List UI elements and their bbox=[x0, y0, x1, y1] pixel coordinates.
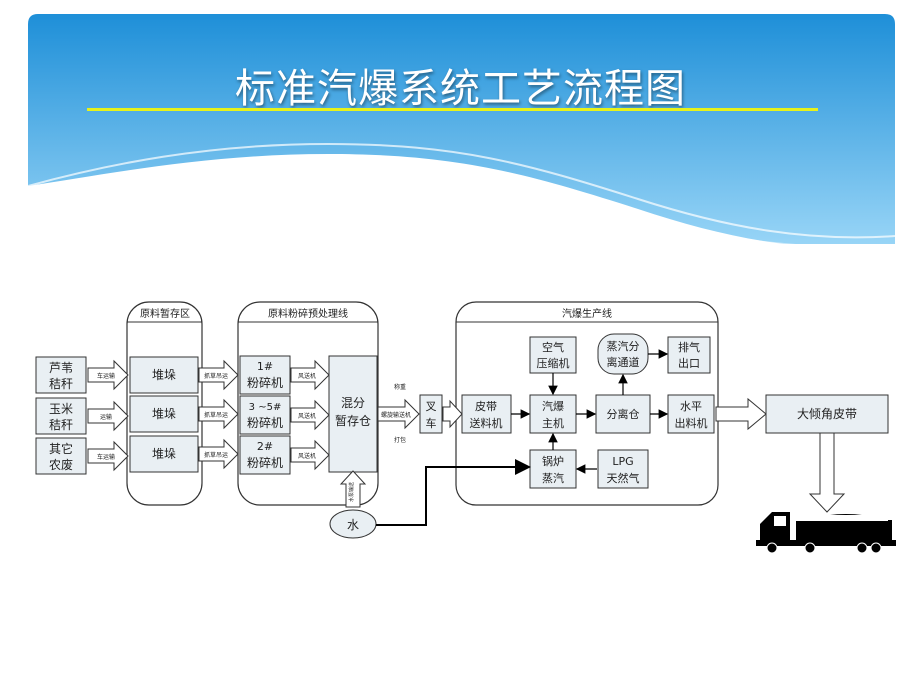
silo-label-2: 暂存仓 bbox=[335, 414, 371, 428]
title-banner bbox=[28, 14, 895, 244]
reed-straw-label: 秸秆 bbox=[49, 377, 73, 391]
production-label: 汽爆生产线 bbox=[562, 307, 612, 320]
grab-arrow-3: 抓草吊运 bbox=[198, 438, 239, 470]
agri-waste-label: 农废 bbox=[49, 457, 73, 472]
svg-text:抓草吊运: 抓草吊运 bbox=[204, 411, 228, 419]
svg-text:风送机: 风送机 bbox=[298, 372, 316, 380]
forklift-box bbox=[419, 394, 443, 434]
loading-arrow bbox=[808, 432, 846, 513]
svg-text:运输: 运输 bbox=[100, 413, 112, 421]
boiler-label-2: 蒸汽 bbox=[542, 471, 564, 485]
main-machine-label-1: 汽爆 bbox=[542, 399, 564, 413]
water-pump-arrow: 水泵输送 bbox=[339, 470, 367, 508]
svg-text:风送机: 风送机 bbox=[298, 452, 316, 460]
weighing-label: 称重 bbox=[394, 383, 406, 391]
packing-label: 打包 bbox=[394, 436, 406, 444]
transport-arrow-3: 车运输 bbox=[87, 440, 129, 472]
separator-box bbox=[595, 394, 651, 434]
silo-label-1: 混分 bbox=[341, 396, 365, 410]
pile-box-3 bbox=[129, 435, 199, 473]
boiler-label-1: 锅炉 bbox=[542, 455, 564, 468]
pile-label-2: 堆垛 bbox=[152, 406, 176, 421]
air-compressor-label-1: 空气 bbox=[542, 340, 564, 354]
pretreatment-label: 原料粉碎预处理线 bbox=[268, 307, 348, 320]
svg-text:水泵输送: 水泵输送 bbox=[348, 482, 355, 502]
horizontal-discharger-box bbox=[667, 394, 715, 434]
screw-conveyor-arrow: 螺旋输送机 称重 打包 bbox=[377, 383, 420, 444]
svg-text:抓草吊运: 抓草吊运 bbox=[204, 451, 228, 459]
lpg-label-1: LPG bbox=[612, 455, 633, 468]
reed-label: 芦苇 bbox=[49, 361, 73, 375]
crusher-no-2: 3 ~5# bbox=[249, 402, 282, 413]
pile-label-1: 堆垛 bbox=[152, 367, 176, 382]
svg-text:抓草吊运: 抓草吊运 bbox=[204, 372, 228, 380]
production-panel bbox=[455, 301, 719, 506]
corn-straw-label: 秸秆 bbox=[49, 418, 73, 432]
crusher-label-3: 粉碎机 bbox=[247, 455, 283, 470]
crusher-box-3 bbox=[239, 435, 291, 475]
water-label: 水 bbox=[347, 518, 359, 532]
pile-box-1 bbox=[129, 356, 199, 394]
horizontal-discharger-label-2: 出料机 bbox=[675, 416, 708, 430]
tanker-truck-icon bbox=[756, 512, 896, 554]
horizontal-discharger-label-1: 水平 bbox=[680, 400, 702, 413]
other-label: 其它 bbox=[49, 441, 73, 456]
svg-text:螺旋输送机: 螺旋输送机 bbox=[381, 411, 411, 419]
mixing-silo-box bbox=[328, 355, 378, 473]
page-title: 标准汽爆系统工艺流程图 bbox=[235, 66, 686, 112]
title-underline bbox=[87, 108, 818, 111]
boiler-steam-box bbox=[529, 449, 577, 489]
blower-arrow-2: 风送机 bbox=[290, 399, 330, 431]
blower-arrow-3: 风送机 bbox=[290, 439, 330, 471]
crusher-box-2 bbox=[239, 395, 291, 435]
air-compressor-box bbox=[529, 336, 577, 374]
main-machine-label-2: 主机 bbox=[542, 416, 564, 430]
svg-text:风送机: 风送机 bbox=[298, 412, 316, 420]
crusher-label-1: 粉碎机 bbox=[247, 375, 283, 390]
production-connectors bbox=[511, 349, 669, 474]
svg-text:车运输: 车运输 bbox=[97, 372, 115, 380]
water-to-boiler-line bbox=[376, 459, 531, 526]
discharge-arrow bbox=[715, 397, 767, 431]
belt-feeder-label-2: 送料机 bbox=[470, 416, 503, 430]
transport-arrow-1: 车运输 bbox=[87, 359, 129, 391]
reed-straw-box bbox=[35, 356, 87, 394]
grab-arrow-2: 抓草吊运 bbox=[198, 398, 239, 430]
corn-straw-box bbox=[35, 397, 87, 435]
air-compressor-label-2: 压缩机 bbox=[537, 356, 570, 370]
grab-arrow-1: 抓草吊运 bbox=[198, 359, 239, 391]
svg-text:车运输: 车运输 bbox=[97, 453, 115, 461]
steam-separation-label-1: 蒸汽分 bbox=[607, 339, 640, 353]
transport-arrow-2: 运输 bbox=[87, 400, 129, 432]
crusher-box-1 bbox=[239, 355, 291, 395]
steep-incline-belt-box bbox=[765, 394, 889, 434]
lpg-gas-box bbox=[597, 449, 649, 489]
exhaust-label-2: 出口 bbox=[678, 356, 700, 370]
lpg-label-2: 天然气 bbox=[607, 471, 640, 485]
steep-incline-belt-label: 大倾角皮带 bbox=[797, 407, 857, 421]
forklift-label-2: 车 bbox=[426, 416, 437, 430]
raw-storage-label: 原料暂存区 bbox=[140, 307, 190, 320]
forklift-label-1: 叉 bbox=[426, 400, 437, 413]
pile-box-2 bbox=[129, 395, 199, 433]
separator-label: 分离仓 bbox=[607, 407, 640, 421]
crusher-no-1: 1# bbox=[257, 360, 273, 373]
other-waste-box bbox=[35, 437, 87, 475]
crusher-label-2: 粉碎机 bbox=[247, 415, 283, 430]
belt-feeder-label-1: 皮带 bbox=[475, 400, 497, 413]
belt-feeder-box bbox=[461, 394, 512, 434]
steam-separation-label-2: 离通道 bbox=[607, 355, 640, 369]
exhaust-label-1: 排气 bbox=[678, 340, 700, 354]
corn-label: 玉米 bbox=[49, 402, 73, 416]
forklift-to-feeder-arrow bbox=[442, 399, 463, 429]
exhaust-box bbox=[667, 336, 711, 374]
pile-label-3: 堆垛 bbox=[152, 446, 176, 461]
crusher-no-3: 2# bbox=[257, 440, 273, 453]
blower-arrow-1: 风送机 bbox=[290, 359, 330, 391]
